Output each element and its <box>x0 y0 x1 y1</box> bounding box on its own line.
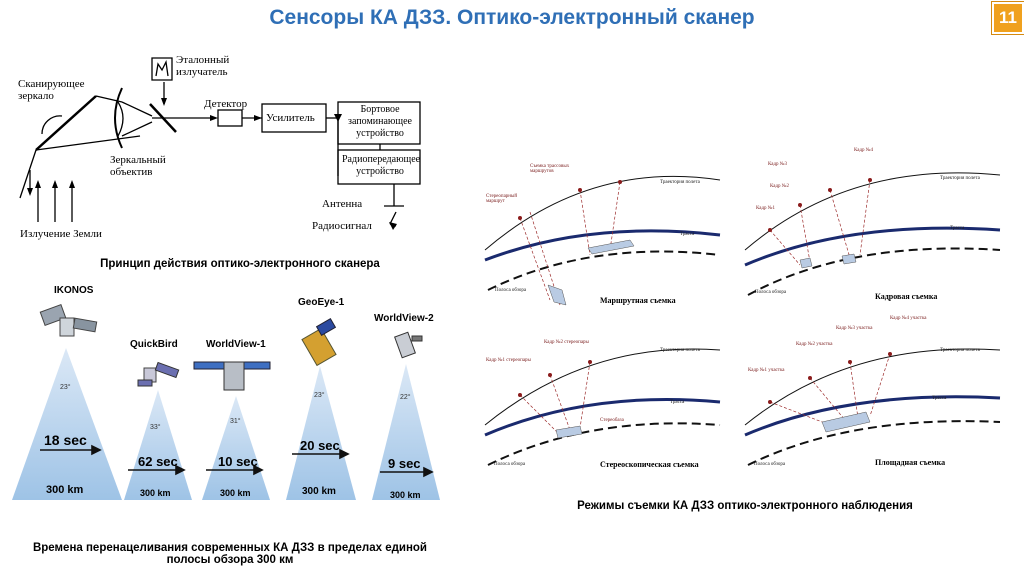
note-2-3: Кадр №3 <box>768 162 788 167</box>
cone-angle-worldview1: 31° <box>230 418 241 425</box>
radio-signal-label: Радиосигнал <box>312 220 372 232</box>
scanner-diagram-lines <box>19 57 421 230</box>
mode-label-stereo: Стереоскопическая съемка <box>600 460 699 469</box>
note-2-2: Кадр №2 <box>770 184 790 189</box>
ikonos-satellite-icon <box>39 304 98 337</box>
cone-angle-ikonos: 23° <box>60 384 71 391</box>
radio-transmitter-label: Радиопередающее устройство <box>342 154 421 177</box>
note-3-3: Стереобаза <box>600 418 624 423</box>
note-3-1: Кадр №1 стереопары <box>486 358 531 363</box>
survey-modes-figure: Маршрутная съемка Траектория полета Трас… <box>470 140 1020 480</box>
sat-name-quickbird: QuickBird <box>130 339 178 350</box>
band-label-1: Полоса обзора <box>495 288 527 293</box>
scan-mirror-label: Сканирующее зеркало <box>18 78 85 102</box>
swath-quickbird: 300 km <box>140 488 171 498</box>
band-label-2: Полоса обзора <box>755 290 787 295</box>
sat-name-worldview1: WorldView-1 <box>206 339 266 350</box>
geoeye1-satellite-icon <box>301 317 337 367</box>
antenna-label: Антенна <box>322 198 363 210</box>
orbit-label-2: Траектория полета <box>940 176 980 181</box>
survey-modes-arcs <box>484 172 1001 466</box>
note-4-1: Кадр №1 участка <box>748 368 785 373</box>
swath-ikonos: 300 km <box>46 484 84 496</box>
satellite-cones <box>12 304 440 500</box>
onboard-storage-label: Бортовое запоминающее устройство <box>348 104 412 139</box>
note-1-2: Стереопарный маршрут <box>486 194 517 204</box>
track-label-2: Трасса <box>950 226 965 231</box>
retarget-time-worldview2: 9 sec <box>388 456 421 471</box>
scanner-diagram: Сканирующее зеркало Эталонный излучатель… <box>0 40 460 270</box>
note-2-1: Кадр №1 <box>756 206 776 211</box>
sat-name-ikonos: IKONOS <box>54 285 94 296</box>
cone-angle-worldview2: 22° <box>400 394 411 401</box>
detector-label: Детектор <box>204 98 248 110</box>
note-4-4: Кадр №4 участка <box>890 316 927 321</box>
retarget-time-ikonos: 18 sec <box>44 432 87 448</box>
mode-label-route: Маршрутная съемка <box>600 296 676 305</box>
mode-label-frame: Кадровая съемка <box>875 292 938 301</box>
mirror-lens-label: Зеркальный объектив <box>110 154 166 178</box>
swath-worldview2: 300 km <box>390 490 421 500</box>
sat-name-geoeye1: GeoEye-1 <box>298 297 345 308</box>
retarget-time-quickbird: 62 sec <box>138 454 178 469</box>
swath-geoeye1: 300 km <box>302 486 336 497</box>
retarget-time-geoeye1: 20 sec <box>300 438 340 453</box>
amplifier-label: Усилитель <box>266 112 315 124</box>
worldview1-satellite-icon <box>193 361 271 391</box>
track-label-3: Трасса <box>670 400 685 405</box>
orbit-label-3: Траектория полета <box>660 348 700 353</box>
sat-name-worldview2: WorldView-2 <box>374 313 434 324</box>
orbit-label-1: Траектория полета <box>660 180 700 185</box>
note-2-4: Кадр №4 <box>854 148 874 153</box>
earth-radiation-label: Излучение Земли <box>20 228 102 240</box>
orbit-label-4: Траектория полета <box>940 348 980 353</box>
worldview2-satellite-icon <box>394 331 423 359</box>
modes-caption: Режимы съемки КА ДЗЗ оптико-электронного… <box>577 500 913 512</box>
slide-title: Сенсоры КА ДЗЗ. Оптико-электронный скане… <box>269 6 755 29</box>
band-label-4: Полоса обзора <box>754 462 786 467</box>
band-label-3: Полоса обзора <box>494 462 526 467</box>
reference-emitter-label: Эталонный излучатель <box>176 54 230 78</box>
mode-label-area: Площадная съемка <box>875 458 946 467</box>
satellites-figure: IKONOS QuickBird WorldView-1 GeoEye-1 Wo… <box>0 278 460 523</box>
page-number-badge: 11 <box>992 2 1024 34</box>
note-1-1: Съемка трассовых маршрутов <box>530 164 570 174</box>
retarget-time-worldview1: 10 sec <box>218 454 258 469</box>
track-label-4: Трасса <box>932 396 947 401</box>
cone-angle-quickbird: 33° <box>150 424 161 431</box>
note-4-2: Кадр №2 участка <box>796 342 833 347</box>
satellites-caption: Времена перенацеливания современных КА Д… <box>32 542 428 566</box>
quickbird-satellite-icon <box>137 361 180 387</box>
cone-angle-geoeye1: 23° <box>314 392 325 399</box>
note-4-3: Кадр №3 участка <box>836 326 873 331</box>
swath-worldview1: 300 km <box>220 488 251 498</box>
note-3-2: Кадр №2 стереопары <box>544 340 589 345</box>
scanner-caption: Принцип действия оптико-электронного ска… <box>100 258 380 270</box>
track-label-1: Трасса <box>680 232 695 237</box>
